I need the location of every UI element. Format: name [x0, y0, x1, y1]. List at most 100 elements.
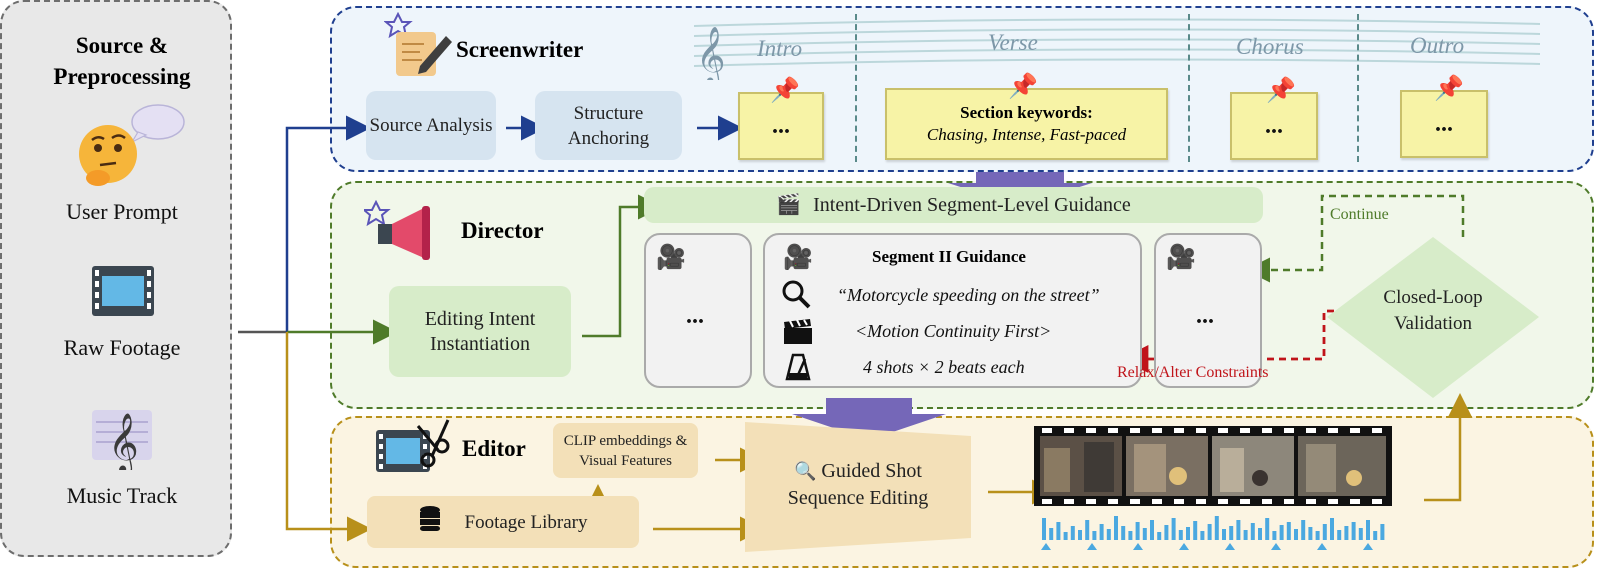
video-camera-icon: 🎥	[656, 245, 686, 271]
film-scissors-icon	[374, 416, 452, 476]
relax-label: Relax/Alter Constraints	[1117, 364, 1269, 381]
segment-prev-placeholder: ...	[686, 303, 704, 329]
segment-card-current: 🎥 Segment II Guidance “Motorcycle speedi…	[763, 233, 1142, 388]
waveform-bar	[1078, 530, 1082, 540]
waveform-bar	[1049, 528, 1054, 540]
waveform-bar	[1294, 529, 1298, 540]
waveform-bar	[1358, 528, 1363, 540]
pin-icon: 📌	[1266, 78, 1296, 104]
waveform-bar	[1063, 532, 1068, 540]
waveform-bar	[1366, 520, 1370, 540]
segment-card-next: 🎥 ...	[1154, 233, 1262, 388]
segment-query: “Motorcycle speeding on the street”	[837, 285, 1100, 305]
waveform-bar	[1135, 522, 1140, 540]
guided-editing-box: 🔍 Guided Shot Sequence Editing	[745, 422, 971, 552]
beat-marker	[1225, 543, 1235, 550]
waveform-bar	[1200, 531, 1205, 540]
section-divider-1	[855, 14, 859, 162]
director-title: Director	[461, 218, 544, 243]
waveform-bar	[1380, 524, 1385, 540]
music-sheet-icon: 𝄞	[88, 404, 156, 475]
continue-label: Continue	[1330, 206, 1389, 223]
beat-marker	[1133, 543, 1143, 550]
megaphone-icon	[361, 199, 436, 260]
segment-next-placeholder: ...	[1196, 303, 1214, 329]
search-icon: 🔍	[794, 461, 817, 481]
waveform-bar	[1330, 518, 1334, 540]
segment-rhythm: 4 shots × 2 beats each	[863, 357, 1025, 377]
waveform-bar	[1222, 529, 1226, 540]
source-analysis-box: Source Analysis	[366, 91, 496, 160]
source-title: Source & Preprocessing	[53, 33, 191, 89]
waveform-bar	[1373, 531, 1378, 540]
segment-rule: <Motion Continuity First>	[855, 321, 1052, 341]
waveform-bar	[1186, 527, 1190, 540]
waveform-bar	[1085, 520, 1090, 540]
waveform-bar	[1121, 526, 1126, 540]
music-staff: 𝄞	[693, 14, 1541, 87]
output-film-strip	[1034, 426, 1392, 506]
waveform-bar	[1286, 522, 1291, 540]
waveform-bar	[1099, 524, 1104, 540]
section-chorus: Chorus	[1236, 34, 1304, 59]
beat-marker	[1087, 543, 1097, 550]
raw-footage-label: Raw Footage	[63, 335, 181, 360]
beat-marker	[1179, 543, 1189, 550]
section-divider-2	[1188, 14, 1192, 162]
segment-card-prev: 🎥 ...	[644, 233, 752, 388]
waveform-bar	[1236, 520, 1241, 540]
footage-library-label: Footage Library	[464, 511, 588, 533]
clapperboard-icon: 🎬	[776, 193, 802, 216]
waveform-bar	[1301, 520, 1306, 540]
section-divider-3	[1357, 14, 1361, 162]
waveform-bar	[1114, 516, 1118, 540]
section-intro: Intro	[757, 36, 803, 61]
beat-marker	[1363, 543, 1373, 550]
guidance-banner: 🎬 Intent-Driven Segment-Level Guidance	[644, 187, 1263, 223]
waveform-bar	[1344, 526, 1349, 540]
waveform-bar	[1193, 521, 1198, 540]
chorus-note-placeholder: ...	[1265, 112, 1283, 139]
waveform-bar	[1142, 528, 1147, 540]
waveform-bar	[1337, 530, 1342, 540]
music-track-label: Music Track	[66, 483, 178, 508]
video-camera-icon: 🎥	[783, 245, 813, 271]
waveform-bar	[1229, 526, 1234, 540]
magnifier-icon	[781, 279, 811, 309]
waveform-bar	[1258, 528, 1262, 540]
metronome-icon	[785, 353, 811, 381]
audio-waveform	[1040, 508, 1392, 550]
intro-note: ...	[738, 92, 824, 160]
waveform-bar	[1106, 529, 1111, 540]
waveform-bar	[1243, 530, 1248, 540]
waveform-bar	[1279, 525, 1284, 540]
pin-icon: 📌	[770, 78, 800, 104]
editing-intent-box: Editing Intent Instantiation	[389, 286, 571, 377]
structure-anchoring-box: Structure Anchoring	[535, 91, 682, 160]
verse-note-title: Section keywords:	[960, 103, 1093, 122]
section-outro: Outro	[1410, 33, 1465, 58]
thinking-face-icon	[76, 102, 192, 192]
waveform-bar	[1214, 516, 1219, 540]
guidance-banner-label: Intent-Driven Segment-Level Guidance	[813, 193, 1131, 216]
guided-editing-text: 🔍 Guided Shot Sequence Editing	[745, 458, 971, 512]
film-strip-icon	[90, 262, 156, 320]
beat-marker	[1317, 543, 1327, 550]
user-prompt-label: User Prompt	[66, 199, 178, 224]
svg-text:𝄞: 𝄞	[108, 413, 139, 470]
waveform-bar	[1265, 518, 1270, 540]
beat-marker	[1041, 543, 1051, 550]
screenwriter-title: Screenwriter	[456, 37, 584, 62]
verse-note: Section keywords: Chasing, Intense, Fast…	[885, 88, 1168, 160]
waveform-bar	[1171, 518, 1176, 540]
pin-icon: 📌	[1008, 74, 1038, 100]
waveform-bar	[1070, 526, 1075, 540]
video-camera-icon: 🎥	[1166, 245, 1196, 271]
chorus-note: ...	[1230, 92, 1318, 160]
screenwriter-icon	[383, 11, 454, 80]
waveform-bar	[1322, 524, 1327, 540]
outro-note: ...	[1400, 90, 1488, 158]
waveform-bar	[1092, 531, 1097, 540]
footage-library-box: Footage Library	[367, 496, 639, 548]
